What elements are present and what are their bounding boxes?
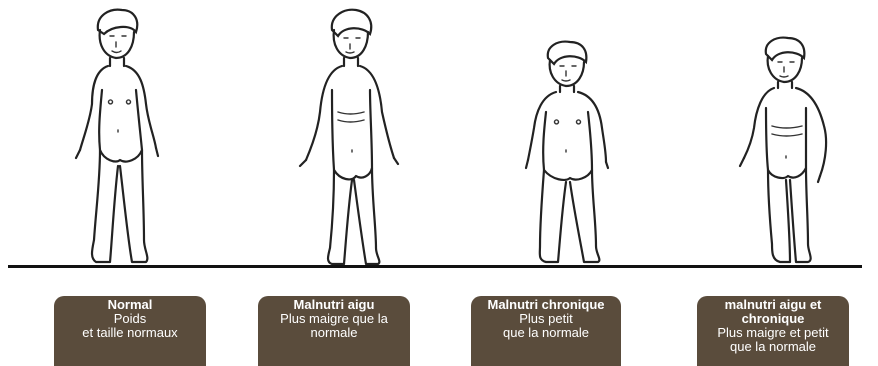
- child-acute-chronic-malnutrition-drawing: [740, 38, 826, 262]
- label-acute-title: Malnutri aigu: [258, 298, 410, 312]
- label-acute: Malnutri aigu Plus maigre que la normale: [258, 296, 410, 366]
- label-chronic: Malnutri chronique Plus petit que la nor…: [471, 296, 621, 366]
- label-normal-title: Normal: [54, 298, 206, 312]
- label-normal: Normal Poids et taille normaux: [54, 296, 206, 366]
- children-illustration: [0, 0, 878, 280]
- ground-line: [8, 265, 862, 268]
- label-acute-chronic-description: Plus maigre et petit que la normale: [697, 326, 849, 354]
- label-acute-description: Plus maigre que la normale: [258, 312, 410, 340]
- label-chronic-description: Plus petit que la normale: [471, 312, 621, 340]
- child-normal-drawing: [76, 10, 158, 262]
- label-acute-chronic-title: malnutri aigu et chronique: [697, 298, 849, 326]
- label-normal-description: Poids et taille normaux: [54, 312, 206, 340]
- label-chronic-title: Malnutri chronique: [471, 298, 621, 312]
- label-acute-chronic: malnutri aigu et chronique Plus maigre e…: [697, 296, 849, 366]
- child-acute-malnutrition-drawing: [300, 10, 398, 264]
- child-chronic-malnutrition-drawing: [526, 42, 608, 262]
